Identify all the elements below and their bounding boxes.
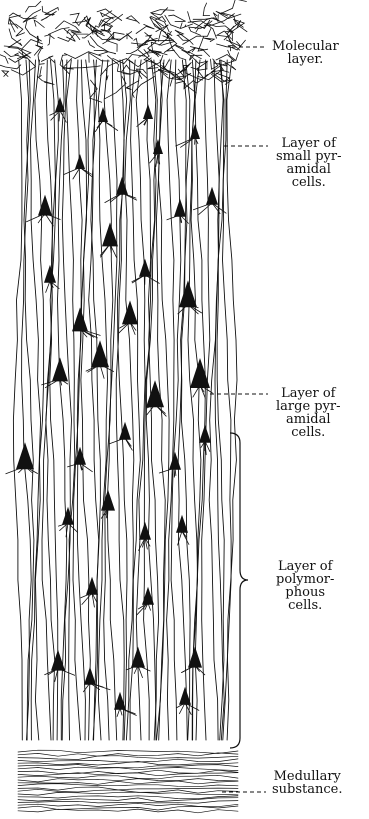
pyramidal-cell (119, 422, 131, 440)
molecular-fiber (97, 9, 122, 21)
molecular-fiber (127, 16, 140, 24)
medullary-fiber (18, 809, 238, 813)
label-molecular-layer: Molecular layer. (272, 40, 339, 66)
molecular-fiber (167, 45, 184, 51)
molecular-fiber (11, 57, 35, 75)
molecular-fiber (58, 33, 80, 41)
pyramidal-cell (146, 380, 164, 407)
pyramidal-cell (143, 104, 153, 119)
molecular-fiber (204, 38, 215, 42)
vertical-fiber (98, 60, 107, 740)
vertical-fiber (202, 60, 210, 740)
molecular-fiber (185, 51, 208, 63)
pyramidal-cell (52, 357, 68, 381)
molecular-fiber (221, 0, 246, 13)
molecular-fiber (2, 71, 8, 77)
vertical-fiber (195, 60, 205, 740)
vertical-fiber (167, 60, 175, 740)
label-medullary-substance: Medullary substance. (272, 770, 343, 796)
medullary-fiber (18, 759, 238, 762)
medullary-fiber (18, 753, 238, 756)
pyramidal-cell (199, 425, 211, 443)
pyramidal-cell (139, 259, 151, 277)
pyramidal-cell (84, 667, 96, 685)
pyramidal-cell (122, 300, 138, 324)
molecular-fiber (39, 67, 42, 78)
pyramidal-cell (86, 577, 98, 595)
molecular-fiber (60, 55, 69, 74)
pyramidal-cell (190, 124, 200, 139)
medullary-fiber (18, 787, 238, 790)
pyramidal-cell (98, 107, 108, 122)
pyramidal-cell (190, 358, 210, 388)
polymorphous-bracket (230, 433, 248, 748)
molecular-fiber (132, 77, 154, 98)
vertical-fiber (136, 60, 145, 740)
medullary-fiber (18, 796, 238, 799)
pyramidal-cell (174, 199, 186, 217)
molecular-fiber (228, 50, 239, 60)
basal-dendrite (59, 111, 60, 122)
vertical-fiber (178, 60, 187, 740)
vertical-fiber (13, 60, 22, 740)
pyramidal-cell (116, 177, 128, 195)
molecular-fiber (181, 24, 193, 29)
label-large-pyramidal-layer: Layer of large pyr- amidal cells. (276, 387, 341, 439)
medullary-fiber (18, 784, 238, 787)
molecular-fiber (9, 19, 17, 32)
medullary-fiber (18, 765, 238, 768)
medullary-fiber (18, 779, 238, 782)
pyramidal-cell (38, 195, 52, 216)
molecular-fiber (126, 41, 146, 54)
pyramidal-cell (72, 307, 88, 331)
molecular-fiber (45, 35, 51, 46)
molecular-fiber (88, 40, 95, 47)
molecular-fiber (231, 19, 245, 32)
molecular-fiber (193, 18, 224, 24)
pyramidal-cell (16, 442, 34, 469)
molecular-fiber (25, 19, 41, 41)
vertical-fiber (50, 60, 59, 740)
molecular-fiber (123, 71, 147, 78)
molecular-fiber (136, 24, 154, 33)
medullary-fiber (18, 773, 238, 776)
molecular-fiber (89, 53, 110, 63)
molecular-fiber (203, 3, 210, 16)
medullary-fiber (18, 803, 238, 806)
medullary-fiber (18, 792, 238, 795)
medullary-fiber (18, 750, 238, 753)
molecular-fiber (45, 8, 59, 15)
molecular-fiber (0, 63, 21, 69)
pyramidal-cell (102, 222, 118, 246)
label-small-pyramidal-layer: Layer of small pyr- amidal cells. (276, 137, 341, 189)
molecular-fiber (217, 44, 231, 51)
molecular-fiber (41, 56, 54, 63)
molecular-fiber (136, 69, 146, 79)
medullary-fiber (18, 756, 238, 760)
molecular-fiber (34, 20, 44, 27)
medullary-fiber (18, 775, 238, 779)
molecular-fiber (37, 36, 39, 46)
molecular-fiber (63, 59, 74, 70)
vertical-fiber (171, 60, 181, 740)
molecular-fiber (9, 40, 31, 58)
molecular-fiber (127, 58, 152, 67)
molecular-fiber (16, 24, 25, 36)
pyramidal-cell (75, 154, 85, 169)
vertical-fiber (31, 60, 41, 740)
molecular-fiber (64, 52, 101, 59)
label-polymorphous-layer: Layer of polymor- phous cells. (276, 560, 334, 612)
medullary-fiber (18, 801, 238, 804)
molecular-fiber (175, 30, 189, 40)
pyramidal-cell (44, 265, 56, 283)
pyramidal-cell (179, 280, 197, 307)
molecular-fiber (221, 13, 247, 32)
molecular-fiber (169, 15, 186, 21)
molecular-fiber (70, 13, 79, 25)
pyramidal-cell (169, 452, 181, 470)
